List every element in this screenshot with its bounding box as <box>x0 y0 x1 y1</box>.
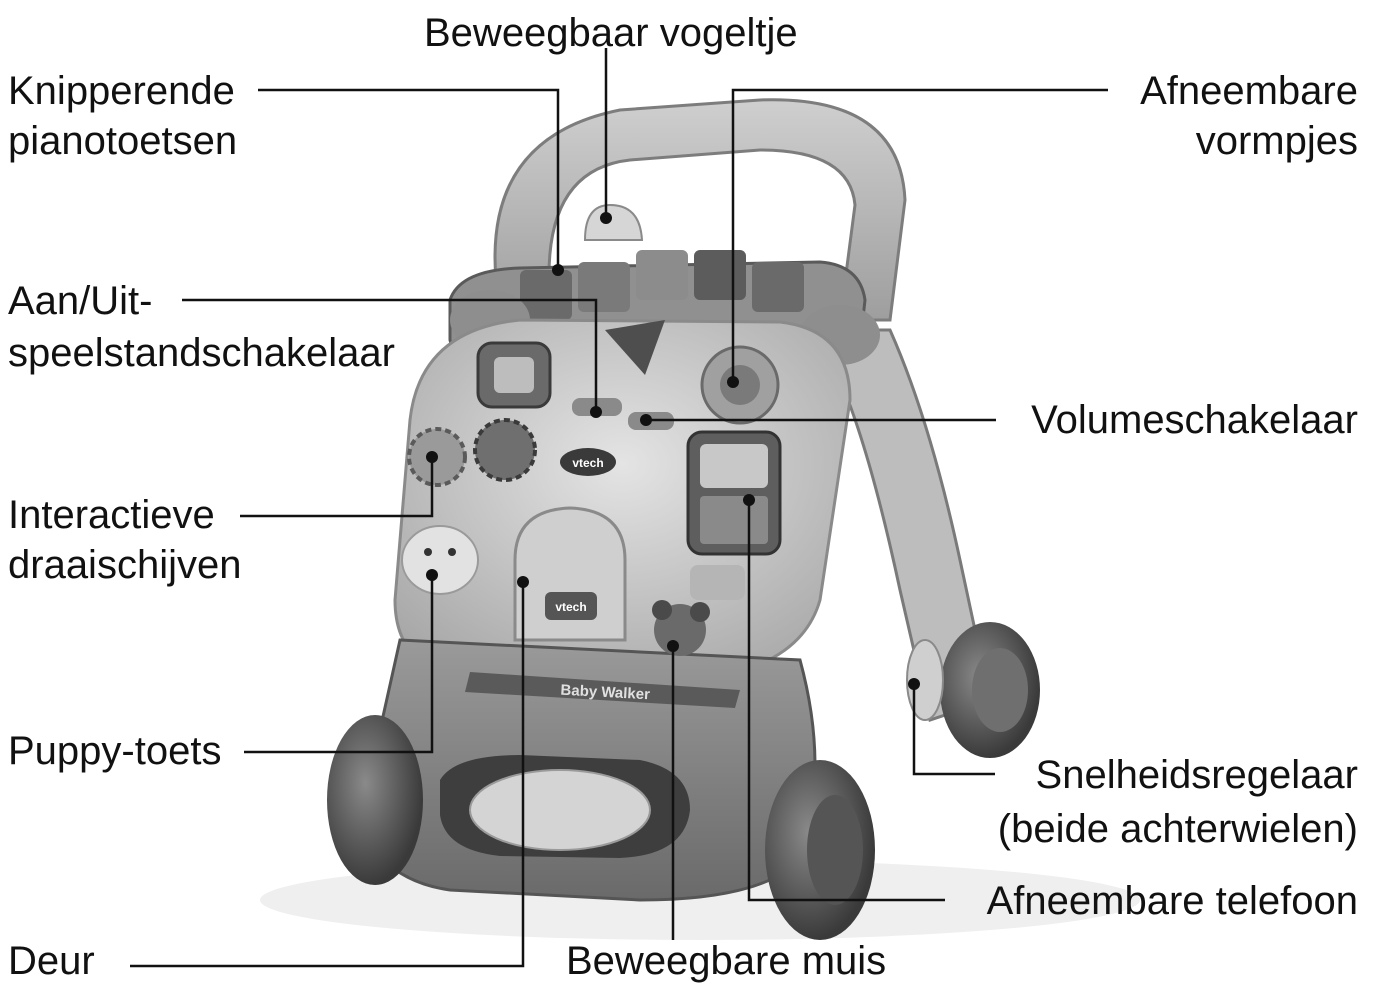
gear-dial-right <box>475 420 535 480</box>
puppy-eye-left <box>424 548 432 556</box>
circle-shape-inner <box>720 365 760 405</box>
piano-key-2 <box>578 262 630 312</box>
label-phone: Afneembare telefoon <box>987 878 1358 924</box>
piano-key-5 <box>752 262 804 312</box>
label-dials-line2: draaischijven <box>8 542 241 588</box>
bird-figure <box>585 205 642 240</box>
label-shapes-line1: Afneembare <box>1140 68 1358 114</box>
mouse-ear-right <box>690 602 710 622</box>
label-volume: Volumeschakelaar <box>1031 397 1358 443</box>
label-door: Deur <box>8 938 95 984</box>
front-wheel-left <box>327 715 423 885</box>
label-dials-line1: Interactieve <box>8 492 215 538</box>
dot-door <box>517 576 529 588</box>
dot-puppy <box>426 569 438 581</box>
square-shape-inner <box>494 357 534 393</box>
label-puppy: Puppy-toets <box>8 728 221 774</box>
mouse-ear-left <box>652 600 672 620</box>
door <box>515 508 625 640</box>
dot-mouse <box>667 640 679 652</box>
dot-dials <box>426 451 438 463</box>
label-speed-line2: (beide achterwielen) <box>998 806 1358 852</box>
door-sign-text: vtech <box>555 600 586 614</box>
telephone-keypad <box>700 496 768 544</box>
dot-volume <box>640 414 652 426</box>
label-piano-line1: Knipperende <box>8 68 235 114</box>
label-bird: Beweegbaar vogeltje <box>424 10 798 56</box>
label-mouse: Beweegbare muis <box>566 938 886 984</box>
front-wheel-right-hub <box>807 795 863 905</box>
label-shapes-line2: vormpjes <box>1196 118 1358 164</box>
label-power-line2: speelstandschakelaar <box>8 330 395 376</box>
rear-wheel-hub <box>972 648 1028 732</box>
roller-toy <box>470 770 650 850</box>
label-piano-line2: pianotoetsen <box>8 118 237 164</box>
dot-shapes <box>727 376 739 388</box>
label-power-line1: Aan/Uit- <box>8 278 153 324</box>
piano-key-4 <box>694 250 746 300</box>
dot-speed <box>908 678 920 690</box>
puppy-button <box>402 526 478 594</box>
puppy-eye-right <box>448 548 456 556</box>
telephone-screen <box>700 444 768 488</box>
speaker-grille <box>690 565 745 600</box>
dot-phone <box>743 494 755 506</box>
label-speed-line1: Snelheidsregelaar <box>1036 752 1358 798</box>
brand-badge-text: vtech <box>572 456 603 470</box>
piano-key-3 <box>636 250 688 300</box>
dot-piano <box>552 264 564 276</box>
dot-power <box>590 406 602 418</box>
dot-bird <box>600 212 612 224</box>
